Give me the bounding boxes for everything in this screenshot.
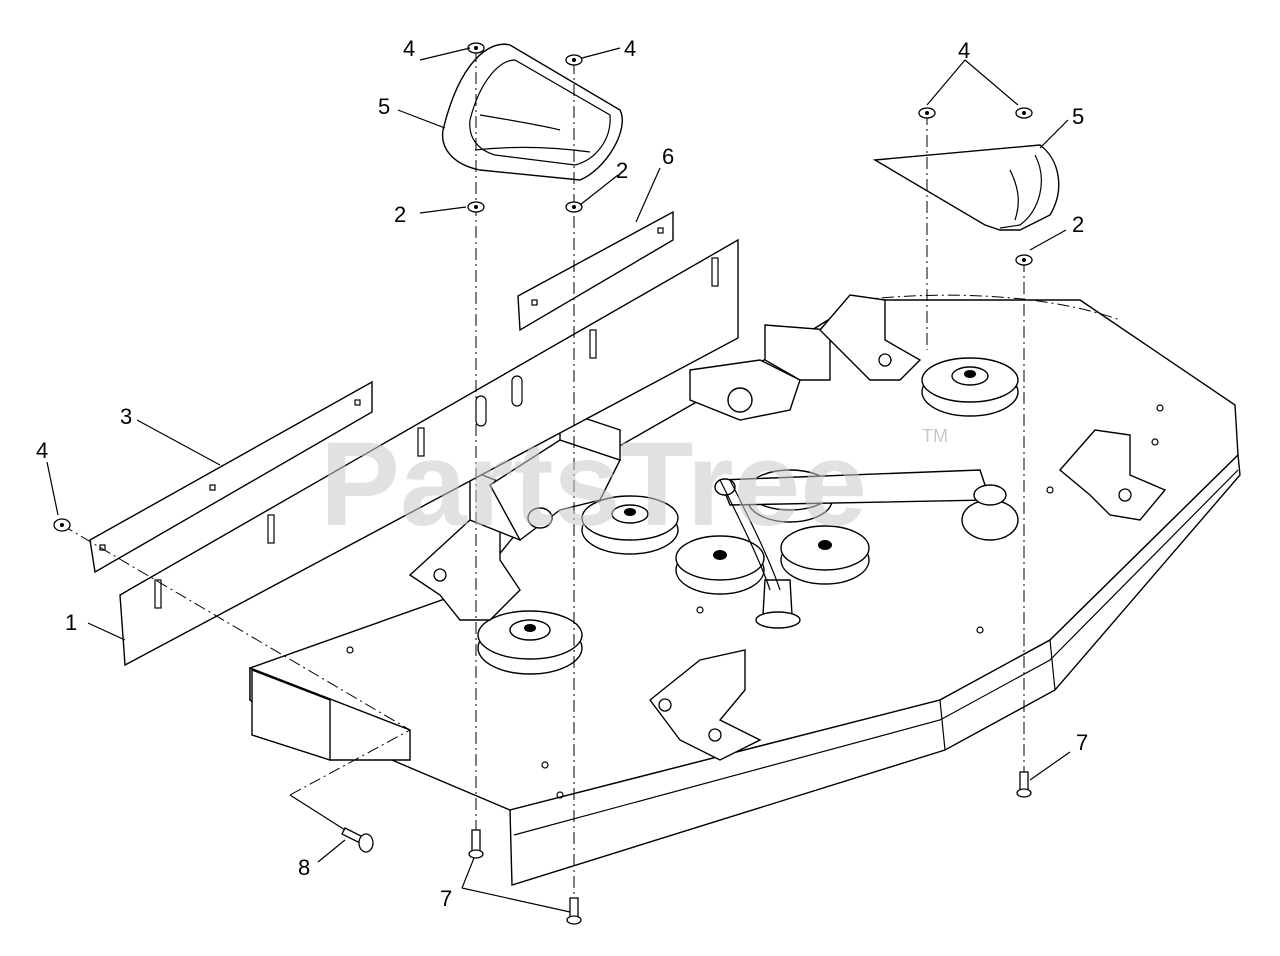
callout-2-right: 2 (1072, 212, 1084, 237)
baffle-part-1 (119, 238, 739, 667)
callout-4-left: 4 (36, 438, 48, 463)
callout-2-center: 2 (616, 158, 628, 183)
callout-6: 6 (662, 144, 674, 169)
callout-4-top-left: 4 (403, 36, 415, 61)
callout-5-left: 5 (378, 94, 390, 119)
callout-4-top-right: 4 (958, 38, 970, 63)
callout-3: 3 (120, 404, 132, 429)
callout-7-right: 7 (1076, 730, 1088, 755)
watermark-trademark: TM (922, 426, 948, 446)
idler-arm (714, 469, 1019, 629)
bracket-right (1059, 429, 1167, 521)
callout-5-right: 5 (1072, 104, 1084, 129)
callout-2-left: 2 (394, 202, 406, 227)
callout-8: 8 (298, 855, 310, 880)
bracket-rear (689, 324, 831, 421)
hardware (53, 42, 1033, 925)
bracket-right-rear (819, 294, 922, 381)
leader-lines (46, 47, 1071, 913)
idler-pulley-2 (780, 525, 870, 585)
watermark: PartsTree (320, 417, 867, 551)
bracket-center (489, 409, 621, 542)
cover-left-part-5 (441, 43, 623, 181)
bracket-front-center (649, 649, 762, 761)
drive-belt (719, 479, 781, 591)
callout-7-bottom: 7 (440, 886, 452, 911)
callout-1: 1 (65, 610, 77, 635)
spindle-pulley-right (921, 357, 1019, 417)
baffle-part-3 (89, 380, 373, 574)
spindle-pulley-left (477, 610, 583, 675)
cover-right-part-5 (872, 144, 1060, 231)
callout-labels: 1 2 2 2 3 4 4 4 4 5 5 6 7 7 8 (36, 36, 1088, 911)
spindle-pulley-center (581, 495, 679, 555)
callout-4-top-center: 4 (624, 36, 636, 61)
baffle-part-6 (517, 210, 674, 332)
idler-pulley-1 (675, 535, 765, 595)
